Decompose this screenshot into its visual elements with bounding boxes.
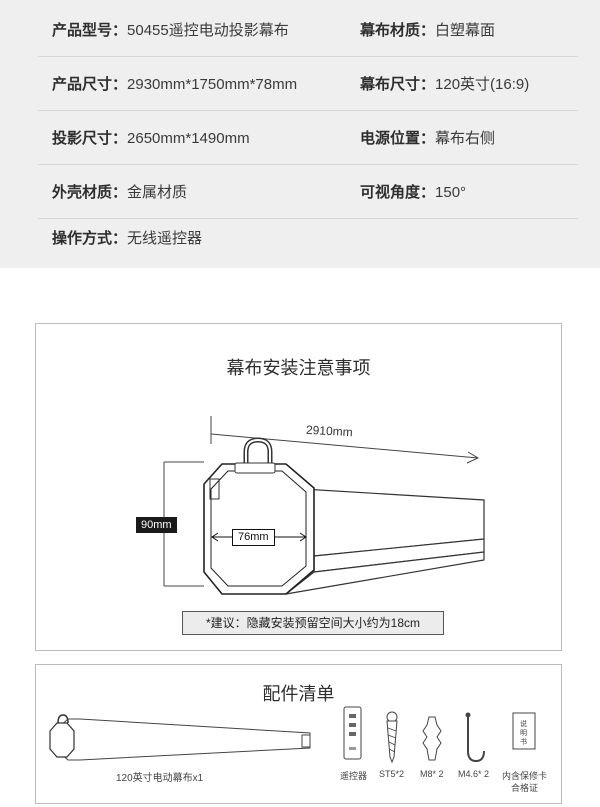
installation-box: 幕布安装注意事项 2910mm 90mm 76mm *建议：隐藏安装预留空间大小… xyxy=(35,323,562,651)
hook-bracket xyxy=(234,462,276,474)
wall-anchor-icon xyxy=(422,716,442,761)
spec-label: 可视角度： xyxy=(360,184,436,201)
remote-button-icon xyxy=(349,723,356,727)
spec-label: 产品型号： xyxy=(52,22,128,39)
spec-panel: 产品型号：50455遥控电动投影幕布 幕布材质：白塑幕面 产品尺寸：2930mm… xyxy=(0,0,600,268)
spec-value: 2930mm*1750mm*78mm xyxy=(127,76,298,93)
installation-note: *建议：隐藏安装预留空间大小约为18cm xyxy=(182,611,444,635)
spec-item-material: 幕布材质：白塑幕面 xyxy=(360,3,495,57)
screen-tube-end-icon xyxy=(49,722,75,758)
accessory-label-remote: 遥控器 xyxy=(340,771,368,781)
spec-value: 白塑幕面 xyxy=(435,22,496,39)
installation-diagram xyxy=(163,416,485,595)
screen-hook-icon xyxy=(57,714,69,724)
accessory-label-st5: ST5*2 xyxy=(379,769,405,779)
width-label: 76mm xyxy=(232,529,275,546)
hanging-hook-highlight xyxy=(245,438,271,465)
spec-item-view-angle: 可视角度：150° xyxy=(360,165,466,219)
spec-row: 投影尺寸：2650mm*1490mm 电源位置：幕布右侧 xyxy=(38,111,578,165)
length-arrow-head xyxy=(466,451,480,464)
spec-label: 外壳材质： xyxy=(52,184,128,201)
spec-item-shell-material: 外壳材质：金属材质 xyxy=(52,165,187,219)
side-slot xyxy=(209,478,220,500)
screw-icon xyxy=(386,720,398,764)
spec-item-operation: 操作方式：无线遥控器 xyxy=(52,211,202,265)
spec-value: 金属材质 xyxy=(127,184,188,201)
spec-value: 2650mm*1490mm xyxy=(127,130,250,147)
spec-label: 操作方式： xyxy=(52,230,128,247)
width-arrow-left xyxy=(211,532,219,542)
spec-row: 产品尺寸：2930mm*1750mm*78mm 幕布尺寸：120英寸(16:9) xyxy=(38,57,578,111)
remote-button-icon xyxy=(349,732,356,736)
spec-item-screen-size: 幕布尺寸：120英寸(16:9) xyxy=(360,57,529,111)
accessory-label-certificate: 合格证 xyxy=(511,783,539,793)
width-arrow-right xyxy=(299,532,307,542)
installation-title: 幕布安装注意事项 xyxy=(226,358,371,378)
spec-value: 50455遥控电动投影幕布 xyxy=(127,22,289,39)
spec-label: 产品尺寸： xyxy=(52,76,128,93)
spec-row: 操作方式：无线遥控器 xyxy=(38,211,578,265)
spec-value: 幕布右侧 xyxy=(435,130,496,147)
length-label: 2910mm xyxy=(305,422,354,440)
spec-label: 电源位置： xyxy=(360,130,436,147)
spec-label: 投影尺寸： xyxy=(52,130,128,147)
screen-tube-end-cap-icon xyxy=(301,734,311,748)
accessories-title: 配件清单 xyxy=(262,684,335,704)
end-cap-inner xyxy=(210,470,307,587)
spec-value: 无线遥控器 xyxy=(127,230,203,247)
accessory-label-screen: 120英寸电动幕布x1 xyxy=(116,773,204,784)
spec-item-power-position: 电源位置：幕布右侧 xyxy=(360,111,495,165)
height-label: 90mm xyxy=(136,517,177,533)
remote-logo-icon xyxy=(349,747,356,750)
accessories-illustrations xyxy=(49,706,536,764)
accessory-label-m8: M8* 2 xyxy=(420,769,444,779)
spec-row: 外壳材质：金属材质 可视角度：150° xyxy=(38,165,578,219)
accessory-label-m46: M4.6* 2 xyxy=(458,769,490,779)
spec-item-projection-size: 投影尺寸：2650mm*1490mm xyxy=(52,111,250,165)
spec-item-product-size: 产品尺寸：2930mm*1750mm*78mm xyxy=(52,57,297,111)
hook-curve-icon xyxy=(467,750,485,763)
remote-button-icon xyxy=(349,714,356,718)
spec-label: 幕布尺寸： xyxy=(360,76,436,93)
spec-value: 150° xyxy=(435,184,467,201)
spec-value: 120英寸(16:9) xyxy=(435,76,530,93)
spec-label: 幕布材质： xyxy=(360,22,436,39)
spec-row: 产品型号：50455遥控电动投影幕布 幕布材质：白塑幕面 xyxy=(38,3,578,57)
accessories-box: 配件清单 说 明 书 120英寸电动幕布x1 遥控器 ST5*2 xyxy=(35,664,562,804)
screen-tube-icon xyxy=(57,718,311,761)
accessory-label-warranty: 内含保修卡 xyxy=(502,771,548,781)
manual-icon xyxy=(512,712,536,750)
spec-item-model: 产品型号：50455遥控电动投影幕布 xyxy=(52,3,289,57)
